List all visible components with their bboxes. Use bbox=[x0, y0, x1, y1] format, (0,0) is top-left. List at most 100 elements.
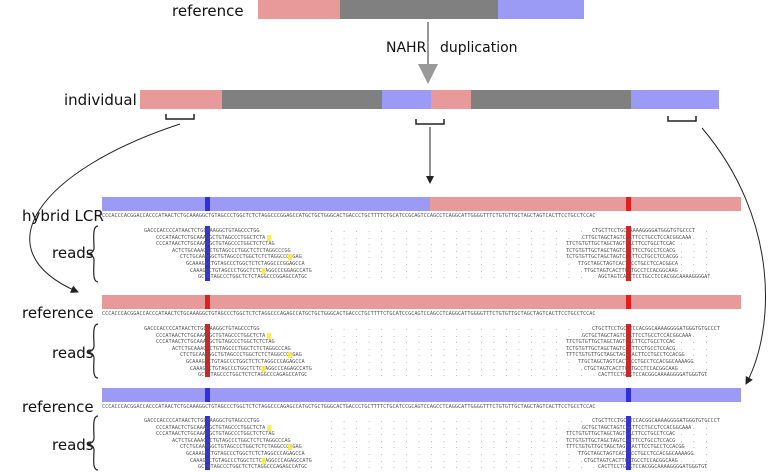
reads-1-mismatch-highlight bbox=[288, 254, 292, 261]
reads-3-brace bbox=[86, 415, 99, 471]
ref-mid-red-marker-left bbox=[205, 295, 210, 309]
ref-bottom-bar bbox=[102, 388, 741, 402]
reference-top-label: reference bbox=[172, 2, 244, 20]
reads-3-read-right: TTCTGTGTTGCTAGCTAGTCACTTCCTGCCTCCAC bbox=[566, 431, 676, 438]
reads-1-read-right: TTCTGTGTTGCTAGCTAGTCACTTCCTGCCTCCAC bbox=[566, 241, 676, 248]
ref-mid-bar bbox=[102, 295, 741, 309]
reference-mid-label: reference bbox=[22, 304, 94, 322]
reads-3-label: reads bbox=[52, 436, 94, 454]
duplication-label: duplication bbox=[440, 40, 518, 56]
reads-3-read-left: GCAAAGGCTGTAGCCCTGGCTCTCTAGGCCCAGAGCCA bbox=[186, 451, 305, 457]
reads-2-read-right: TTCTGTGTTGCTAGCTAGTCACTTCCTGCCTCCAC bbox=[566, 339, 676, 346]
reads-1-read-right: TTGCTAGTCACTTCCTGCCTCCACGGCAAG bbox=[584, 267, 678, 274]
reads-2-block: GACCCACCCCATAACTCTGCAAAGGCTGTAGCCCTGG. .… bbox=[100, 324, 750, 382]
reads-3-read-gap: . . . . . . . . . . . . . . . . . . . . … bbox=[330, 464, 708, 471]
reads-2-read-left: CAAAGGCTGTAGCCCTGGCTCTCTAGGCCCAGAGCCATG bbox=[190, 365, 312, 372]
reads-3-mismatch-highlight bbox=[288, 444, 292, 451]
individual-label: individual bbox=[64, 91, 137, 109]
reads-2-read-right: TTTCTGTGTTGCTAGCTAGTCACTTCCTGCCTCCACGG bbox=[566, 352, 685, 359]
reads-3-read-gap: . . . . . . . . . . . . . . . . . . . . … bbox=[330, 424, 708, 431]
arrow-to-reference-mid bbox=[29, 123, 181, 293]
hybrid-lcr-label: hybrid LCR bbox=[22, 207, 104, 225]
bracket-left bbox=[165, 114, 195, 120]
indiv-gray-2 bbox=[471, 90, 631, 109]
reads-1-read-left: CCCATAACTCTGCAAAGGCTGTAGCCCTGGCTCTCTAG bbox=[156, 241, 275, 248]
reads-1-brace bbox=[86, 225, 99, 283]
reads-1-read-gap: . . . . . . . . . . . . . . . . . . . . … bbox=[330, 274, 708, 281]
hybrid-blue-marker bbox=[205, 197, 210, 211]
reads-3-block: GACCCACCCCATAACTCTGCAAAGGCTGTAGCCCTGG . .… bbox=[100, 416, 750, 472]
arrow-to-reference-bottom bbox=[701, 127, 766, 385]
reads-3-read-left: CCCATAACTCTGCAAAGGCTGTAGCCCTGGCTCTCTAG bbox=[156, 431, 275, 438]
reads-3-blue-column-right bbox=[626, 416, 631, 470]
reads-1-blue-column bbox=[205, 226, 210, 281]
reads-2-read-left: GCAAAGGCTGTAGCCCTGGCTCTCTAGGCCCAGAGCCA bbox=[186, 359, 305, 365]
ref-top-right-segment bbox=[498, 0, 584, 19]
reads-1-read-gap: . . . . . . . . . . . . . . . . . . . . … bbox=[330, 228, 708, 234]
reads-1-read-right: CTGCTTCCTGCCAAAAGGGGATGGGTGTGCCCT bbox=[592, 228, 696, 234]
reads-2-read-left: GCTGTAGCCCTGGCTCTCTAGGCCCAGAGCCATGC bbox=[198, 372, 308, 379]
reads-2-read-left: CCCATAACTCTGCAAAGGCTGTAGCCCTGGCTCTA bbox=[156, 332, 266, 339]
reads-3-read-gap: . . . . . . . . . . . . . . . . . . . . … bbox=[330, 444, 708, 451]
reads-2-read-right: GCTGCTAGCTAGTCACTTCCTGCCTCCACGGCAAA bbox=[582, 332, 692, 339]
reads-3-read-right: CTGCTAGTCACTTCCTGCCTCCACGGCAAG bbox=[584, 457, 678, 464]
reads-2-mismatch-highlight bbox=[262, 365, 266, 372]
indiv-pink-2 bbox=[431, 90, 471, 109]
reads-3-read-right: TTGCTAGCTAGTCACTTCCTGCCTCCACGGCAAAAGG bbox=[578, 451, 694, 457]
reads-2-read-right: CACTTCCTGCCTCCACGGCAAAAGGGGATGGGTGT bbox=[598, 372, 708, 379]
reads-3-read-left: CTCTGCAAAGGCTGTAGCCCTGGCTCTCTAGGCCCAGAG bbox=[180, 444, 302, 451]
ref-bottom-blue-marker-left bbox=[205, 388, 210, 402]
reads-3-mismatch-highlight bbox=[267, 424, 271, 431]
reads-3-read-left: GACCCACCCCATAACTCTGCAAAGGCTGTAGCCCTGG bbox=[144, 418, 260, 424]
nahr-label: NAHR bbox=[386, 40, 427, 56]
reads-1-read-left: GACCCACCCCATAACTCTGCAAAGGCTGTAGCCCTGG bbox=[144, 228, 260, 234]
reads-2-read-right: CTGCTTCCTGCCTCCACGGCAAAAGGGGATGGGTGTGCCC… bbox=[592, 326, 721, 332]
reads-2-label: reads bbox=[52, 344, 94, 362]
reads-3-read-gap: . . . . . . . . . . . . . . . . . . . . … bbox=[330, 457, 708, 464]
bracket-right bbox=[667, 116, 697, 122]
reads-1-read-gap: . . . . . . . . . . . . . . . . . . . . … bbox=[330, 254, 708, 261]
reads-1-block: GACCCACCCCATAACTCTGCAAAGGCTGTAGCCCTGG . .… bbox=[100, 226, 750, 286]
reads-1-read-right: CTTGCTAGCTAGTCACTTCCTGCCTCCACGGCAAA bbox=[582, 234, 692, 241]
reference-bottom-label: reference bbox=[22, 398, 94, 416]
reads-1-read-left: CTCTGCAAAGGCTGTAGCCCTGGCTCTCTAGGCCCGGAG bbox=[180, 254, 302, 261]
reads-2-red-column-left bbox=[205, 324, 210, 377]
reads-2-read-right: CTGCTAGTCACTTCCTGCCTCCACGGCAAG bbox=[584, 365, 678, 372]
ref-top-left-segment bbox=[258, 0, 340, 19]
reads-1-read-right: AGCTAGTCACTTCCTGCCTCCACGGCAAAAGGGGAT bbox=[598, 274, 711, 281]
bracket-middle bbox=[415, 119, 445, 125]
reads-3-read-left: CAAAGGCTGTAGCCCTGGCTCTCTAGGCCCAGAGCCATG bbox=[190, 457, 312, 464]
reads-1-read-right: TTGCTAGCTAGTCACTTCCTGCCTCCACGGCA bbox=[578, 261, 678, 267]
reads-2-mismatch-highlight bbox=[288, 352, 292, 359]
reads-2-read-right: TCTGTGTTGCTAGCTAGTCACTTCCTGCCTCCACG bbox=[566, 345, 676, 352]
ref-mid-sequence: CCCACCCACGGACCACCCATAACTCTGCAAAGGCTGTAGC… bbox=[102, 311, 596, 317]
reads-2-mismatch-highlight bbox=[267, 332, 271, 339]
reads-3-read-right: TCTGTGTTGCTAGCTAGTCACTTCCTGCCTCCACG bbox=[566, 437, 676, 444]
reads-2-read-gap: . . . . . . . . . . . . . . . . . . . . … bbox=[330, 359, 708, 365]
reads-1-mismatch-highlight bbox=[262, 267, 266, 274]
reads-1-read-right: TCTGTGTTGCTAGCTAGTCACTTCCTGCCTCCACGG bbox=[566, 254, 679, 261]
indiv-blue-1 bbox=[382, 90, 431, 109]
indiv-gray-1 bbox=[222, 90, 382, 109]
reads-2-brace bbox=[86, 323, 99, 379]
reads-2-read-right: TTGCTAGCTAGTCACTTCCTGCCTCCACGGCAAAAGG bbox=[578, 359, 694, 365]
reads-1-read-left: ACTCTGCAAAGGCTGTAGCCCTGGCTCTCTAGGCCCGG bbox=[172, 247, 291, 254]
hybrid-reference-sequence: CCCACCCACGGACCACCCATAACTCTGCAAAGGCTGTAGC… bbox=[102, 213, 596, 219]
reads-1-read-left: GCTGTAGCCCTGGCTCTCTAGGCCCGGAGCCATGC bbox=[198, 274, 308, 281]
reads-1-label: reads bbox=[52, 244, 94, 262]
reads-3-read-left: GCTGTAGCCCTGGCTCTCTAGGCCCAGAGCCATGC bbox=[198, 464, 308, 471]
reads-1-read-gap: . . . . . . . . . . . . . . . . . . . . … bbox=[330, 241, 708, 248]
hybrid-red-marker bbox=[626, 197, 631, 211]
reads-2-read-gap: . . . . . . . . . . . . . . . . . . . . … bbox=[330, 365, 708, 372]
reads-1-read-left: GCAAAGGCTGTAGCCCTGGCTCTCTAGGCCCGGAGCCA bbox=[186, 261, 305, 267]
reads-2-read-gap: . . . . . . . . . . . . . . . . . . . . … bbox=[330, 345, 708, 352]
reads-2-read-gap: . . . . . . . . . . . . . . . . . . . . … bbox=[330, 372, 708, 379]
ref-mid-red-marker-right bbox=[626, 295, 631, 309]
ref-top-middle-segment bbox=[340, 0, 498, 19]
reads-3-read-right: CTGCTTCCTGCCTCCACGGCAAAAGGGGATGGGTGTGCCC… bbox=[592, 418, 721, 424]
reads-1-read-left: CCCATAACTCTGCAAAGGCTGTAGCCCTGGCTCTA bbox=[156, 234, 266, 241]
reads-1-read-left: CAAAGGCTGTAGCCCTGGCTCTCTAGGCCCGGAGCCATG bbox=[190, 267, 312, 274]
reads-3-read-right: GCTGCTAGCTAGTCACTTCCTGCCTCCACGGCAAA bbox=[582, 424, 692, 431]
reads-1-mismatch-highlight bbox=[267, 234, 271, 241]
